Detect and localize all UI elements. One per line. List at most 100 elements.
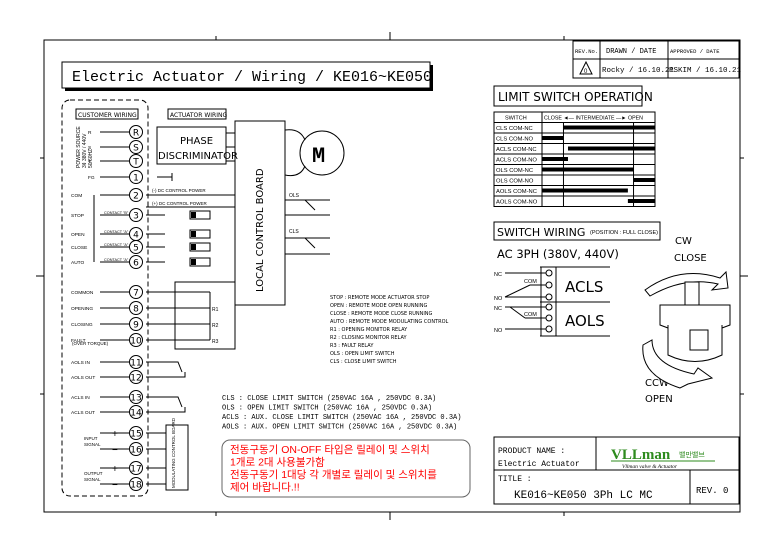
terminal-18[interactable]: [129, 477, 143, 491]
switch-row-label: AOLS COM-NO: [496, 200, 538, 206]
contact-closed-bar: [542, 136, 564, 140]
terminal-number: 9: [133, 321, 139, 331]
switch-spec: CLS : CLOSE LIMIT SWITCH (250VAC 16A , 2…: [222, 395, 436, 403]
aols-no: NO: [494, 328, 503, 334]
terminal-6[interactable]: [129, 255, 143, 269]
terminal-label: AOLS OUT: [71, 375, 95, 381]
frame-ticks: [36, 32, 748, 520]
contact-closed-bar: [567, 146, 655, 151]
title-label: TITLE :: [498, 475, 532, 484]
drawn-value: Rocky / 16.10.21: [602, 67, 675, 75]
terminal-label: OPENING: [71, 306, 93, 312]
terminal-label: AUTO: [71, 260, 85, 266]
ccw-open-label: OPEN: [645, 394, 673, 405]
terminal-11[interactable]: [129, 355, 143, 369]
terminal-label: FG: [88, 175, 95, 181]
terminal-label: CLOSE: [71, 245, 87, 251]
brand-subtitle: Vllman valve & Actuator: [622, 464, 678, 470]
terminal-label: ACLS IN: [71, 395, 90, 401]
terminal-R[interactable]: [129, 125, 143, 139]
contact-label: CONTACT "B": [104, 211, 129, 215]
terminal-S[interactable]: [129, 140, 143, 154]
aols-com: COM: [524, 312, 537, 318]
terminal-16[interactable]: [129, 442, 143, 456]
ssr-block: [189, 229, 211, 239]
header-travel: CLOSE ◄— INTERMEDIATE —► OPEN: [544, 116, 643, 122]
terminal-label: OPEN: [71, 232, 85, 238]
rev-symbol: 0: [584, 69, 588, 75]
terminal-10[interactable]: [129, 333, 143, 347]
terminal-5[interactable]: [129, 240, 143, 254]
acls-no: NO: [494, 296, 503, 302]
terminal-label: FAULT: [71, 338, 86, 344]
terminal-label: ACLS OUT: [71, 410, 95, 416]
ssr-block: [189, 257, 211, 267]
drawn-header: DRAWN / DATE: [606, 48, 656, 56]
switch-row-label: ACLS COM-NC: [496, 147, 537, 153]
contact-label: CONTACT "A": [104, 243, 129, 247]
power-source-label: POWER SOURCE 3¢ 380V / 440V 50/60HZ: [76, 125, 94, 168]
terminal-number: R: [133, 129, 139, 139]
ols-label: OLS: [289, 193, 300, 199]
output-minus: −: [112, 480, 118, 491]
terminal-label: R: [88, 130, 92, 136]
contact-closed-bar: [542, 167, 634, 172]
phase-discriminator: [156, 126, 227, 165]
terminal-number: 16: [130, 446, 142, 456]
acls-com: COM: [524, 279, 537, 285]
aols-nc: NC: [494, 306, 502, 312]
terminal-9[interactable]: [129, 317, 143, 331]
warning-note-line: 1개로 2대 사용불가함: [230, 457, 325, 469]
terminal-13[interactable]: [129, 390, 143, 404]
terminal-number: 7: [133, 289, 139, 299]
drawing-title: KE016~KE050 3Ph LC MC: [514, 490, 653, 502]
control-board-label: LOCAL CONTROL BOARD: [255, 168, 266, 292]
terminal-label: S: [88, 145, 91, 151]
switch-terminal-block: [504, 266, 610, 337]
switch-row-label: OLS COM-NO: [496, 179, 534, 185]
relay-r1: R1: [212, 307, 219, 313]
terminal-number: 5: [133, 244, 139, 254]
actuator-illustration: [642, 270, 731, 389]
switch-row-label: CLS COM-NO: [496, 137, 534, 143]
revision-triangle-icon: [579, 60, 593, 75]
switch-spec: AOLS : AUX. OPEN LIMIT SWITCH (250VAC 16…: [222, 424, 457, 432]
terminal-label: CLOSING: [71, 322, 93, 328]
terminal-17[interactable]: [129, 461, 143, 475]
terminal-number: 14: [130, 409, 142, 419]
terminal-15[interactable]: [129, 426, 143, 440]
terminal-8[interactable]: [129, 301, 143, 315]
title-box: [61, 61, 431, 89]
actuator-wiring-label: ACTUATOR WIRING: [170, 112, 227, 119]
approved-value: PSKIM / 16.10.21: [669, 67, 742, 75]
ssr-block: [189, 210, 211, 220]
terminal-2[interactable]: [129, 188, 143, 202]
fault-sub-label: (OVER TORQUE): [72, 341, 109, 346]
terminal-label: COM: [71, 193, 82, 199]
contact-label: CONTACT "A": [104, 230, 129, 234]
terminal-3[interactable]: [129, 208, 143, 222]
limit-switch-table: [493, 111, 656, 207]
contact-closed-bar: [627, 199, 655, 203]
page-title: Electric Actuator / Wiring / KE016~KE050: [72, 69, 432, 86]
dc-minus-label: (-) DC CONTROL POWER: [152, 188, 206, 193]
switch-wiring-title: SWITCH WIRING: [497, 226, 585, 239]
switch-spec: OLS : OPEN LIMIT SWITCH (250VAC 16A , 25…: [222, 405, 432, 413]
contact-closed-bar: [563, 125, 655, 130]
output-plus: +: [112, 464, 118, 475]
terminal-14[interactable]: [129, 405, 143, 419]
phase-label: PHASE: [180, 136, 213, 147]
terminal-number: S: [133, 144, 139, 154]
input-plus: +: [112, 429, 118, 440]
terminal-1[interactable]: [129, 170, 143, 184]
warning-note-box: [221, 439, 471, 498]
terminal-label: STOP: [71, 213, 84, 219]
switch-row-label: OLS COM-NC: [496, 168, 533, 174]
terminal-12[interactable]: [129, 370, 143, 384]
terminal-number: 12: [130, 374, 141, 384]
terminal-T[interactable]: [129, 154, 143, 168]
terminal-7[interactable]: [129, 285, 143, 299]
terminal-label: COMMON: [71, 290, 94, 296]
